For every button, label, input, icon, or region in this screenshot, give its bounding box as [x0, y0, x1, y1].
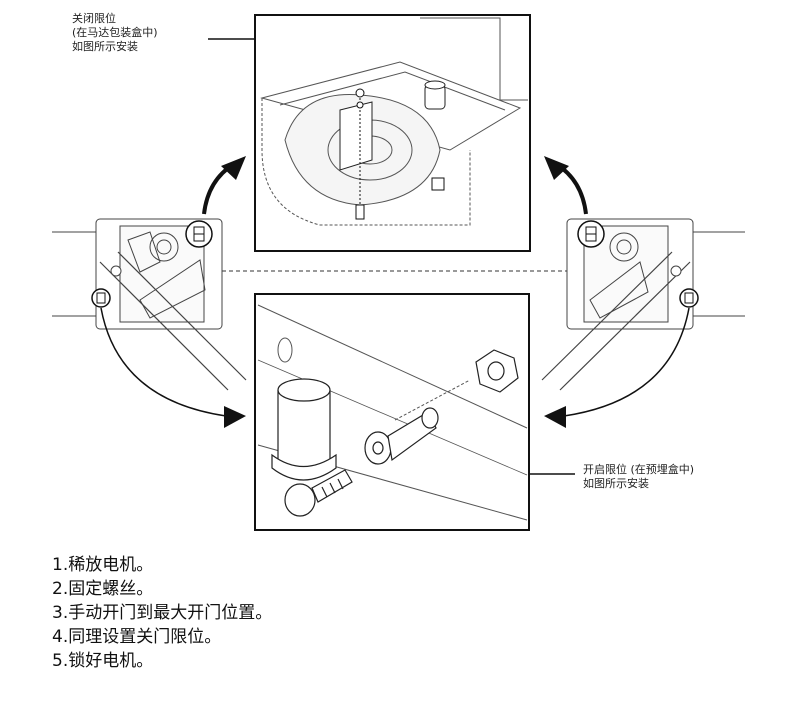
right-arrowhead-left: [544, 406, 566, 428]
close-limit-callout: 关闭限位 (在马达包装盒中) 如图所示安装: [72, 12, 158, 54]
open-limit-callout: 开启限位 (在预埋盒中) 如图所示安装: [583, 463, 694, 491]
left-arrowhead-up: [221, 156, 246, 180]
step-3: 3.手动开门到最大开门位置。: [52, 603, 273, 623]
limit-bolt: [284, 469, 353, 517]
top-detail-panel: [254, 14, 531, 252]
open-limit-line-1: 开启限位 (在预埋盒中): [583, 463, 695, 476]
step-5: 5.锁好电机。: [52, 651, 154, 671]
left-arrowhead-right: [224, 406, 246, 428]
step-2: 2.固定螺丝。: [52, 579, 154, 599]
left-curve-arrow-right: [100, 307, 227, 417]
hex-nut: [475, 349, 519, 393]
right-arrowhead-up: [544, 156, 569, 180]
right-motor-view: [541, 218, 745, 391]
right-limit-marker-bottom: [679, 288, 699, 308]
cylinder-post: [271, 378, 337, 481]
right-limit-marker-top: [577, 220, 605, 248]
left-limit-marker-bottom: [91, 288, 111, 308]
left-limit-marker-top: [185, 220, 213, 248]
instruction-steps: 1.稀放电机。 2.固定螺丝。 3.手动开门到最大开门位置。 4.同理设置关门限…: [52, 553, 272, 673]
close-limit-line-3: 如图所示安装: [72, 40, 138, 53]
right-curve-arrow-left: [563, 307, 690, 417]
step-4: 4.同理设置关门限位。: [52, 627, 222, 647]
open-limit-line-2: 如图所示安装: [583, 477, 649, 490]
threaded-sleeve: [364, 407, 439, 465]
bottom-detail-panel: [254, 293, 530, 531]
left-motor-view: [52, 218, 247, 391]
close-limit-line-1: 关闭限位: [72, 12, 116, 25]
installation-diagram: [52, 14, 745, 531]
step-1: 1.稀放电机。: [52, 555, 154, 575]
close-limit-line-2: (在马达包装盒中): [72, 26, 158, 39]
